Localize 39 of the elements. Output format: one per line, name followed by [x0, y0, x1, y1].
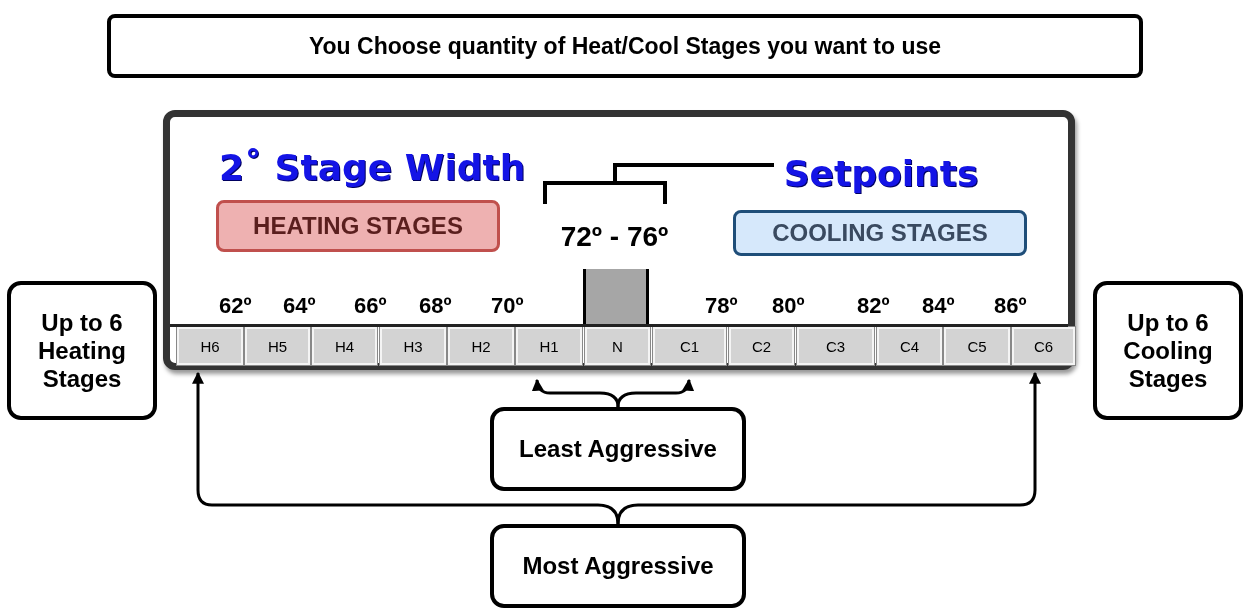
temperature-label: 70º — [491, 293, 524, 319]
note-box: Up to 6 Cooling Stages — [1093, 281, 1243, 420]
stage-cell: C6 — [1012, 327, 1075, 365]
temperature-label: 86º — [994, 293, 1027, 319]
temperature-label: 62º — [219, 293, 252, 319]
stage-cell: C2 — [729, 327, 794, 365]
heading-box: You Choose quantity of Heat/Cool Stages you want to use — [107, 14, 1143, 78]
stage-cell: H6 — [177, 327, 243, 365]
note-box: Up to 6 Heating Stages — [7, 281, 157, 420]
note-box: Least Aggressive — [490, 407, 746, 491]
temperature-label: 66º — [354, 293, 387, 319]
arrow — [616, 378, 694, 408]
stage-width-heading: 2˚ Stage Width — [219, 147, 526, 188]
stage-cell: C1 — [653, 327, 726, 365]
setpoint-range: 72º - 76º — [542, 215, 687, 259]
stage-cell: H1 — [516, 327, 582, 365]
bracket-line — [543, 163, 776, 206]
note-box: Most Aggressive — [490, 524, 746, 608]
temperature-label: 84º — [922, 293, 955, 319]
stage-cell: C3 — [797, 327, 874, 365]
temperature-label: 64º — [283, 293, 316, 319]
heating-stages-tag: HEATING STAGES — [216, 200, 500, 252]
temperature-label: 68º — [419, 293, 452, 319]
thermostat-panel — [163, 110, 1075, 370]
stage-cell: C4 — [877, 327, 942, 365]
stage-cell: H5 — [245, 327, 310, 365]
temperature-label: 82º — [857, 293, 890, 319]
stage-cell: N — [585, 327, 650, 365]
stage-cell: C5 — [944, 327, 1010, 365]
cooling-stages-tag: COOLING STAGES — [733, 210, 1027, 256]
temperature-label: 78º — [705, 293, 738, 319]
setpoints-heading: Setpoints — [781, 147, 981, 199]
arrow — [616, 371, 1041, 525]
temperature-label: 80º — [772, 293, 805, 319]
stage-cell: H4 — [312, 327, 377, 365]
arrow — [192, 371, 620, 525]
arrow — [532, 378, 620, 408]
stage-cell: H2 — [448, 327, 514, 365]
stage-cell: H3 — [380, 327, 446, 365]
